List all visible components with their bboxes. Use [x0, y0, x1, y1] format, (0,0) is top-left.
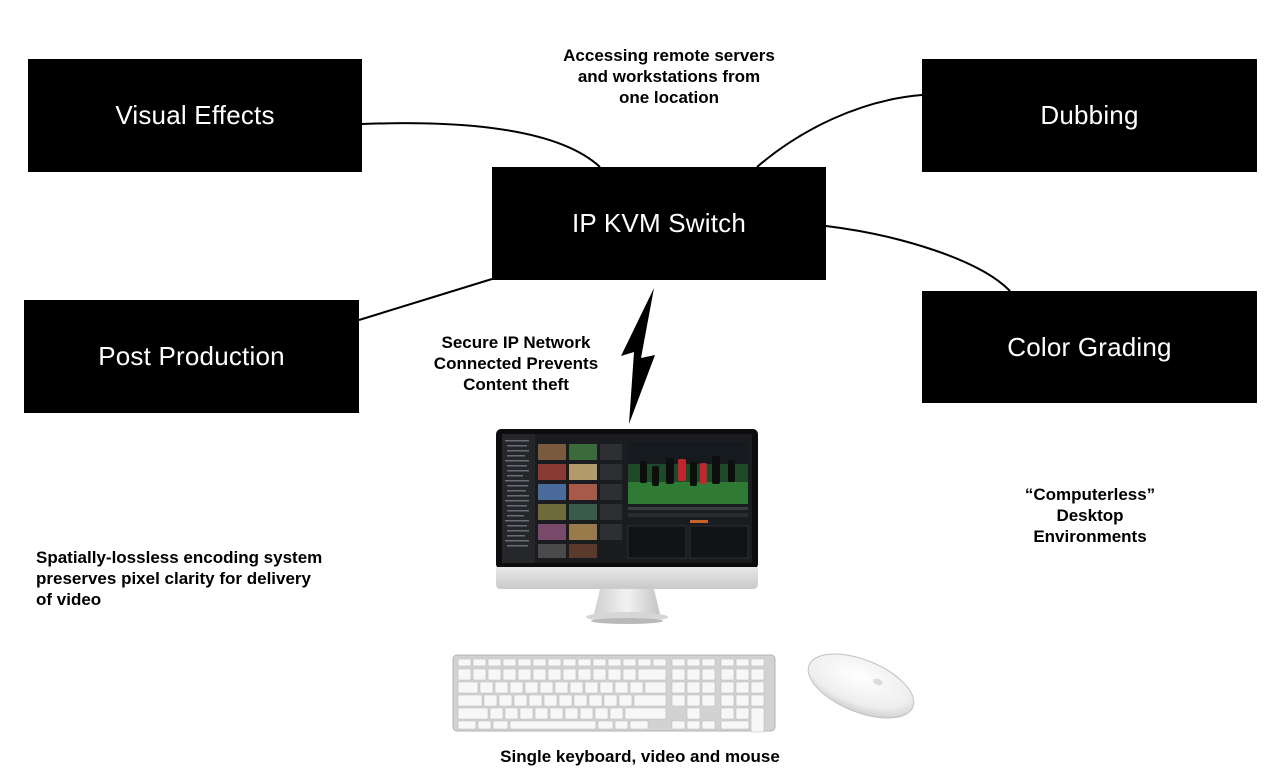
- connector-post-production: [358, 278, 493, 321]
- caption-lossless-encoding: Spatially-lossless encoding system prese…: [36, 548, 323, 609]
- node-label: Dubbing: [1040, 100, 1139, 130]
- node-label: Visual Effects: [115, 100, 275, 130]
- caption-single-kvm: Single keyboard, video and mouse: [500, 747, 780, 766]
- connector-color-grading: [825, 225, 1011, 292]
- monitor-icon: [496, 429, 758, 624]
- mouse-icon: [807, 653, 915, 719]
- node-dubbing: Dubbing: [922, 59, 1257, 172]
- caption-computerless: “Computerless” Desktop Environments: [1024, 485, 1156, 546]
- caption-remote-access: Accessing remote servers and workstation…: [563, 46, 775, 107]
- node-post-production: Post Production: [24, 300, 359, 413]
- node-label: IP KVM Switch: [571, 208, 747, 238]
- node-visual-effects: Visual Effects: [28, 59, 362, 172]
- node-color-grading: Color Grading: [922, 291, 1257, 403]
- connector-dubbing: [756, 94, 923, 168]
- lightning-bolt-icon: [621, 288, 655, 424]
- node-label: Color Grading: [1007, 331, 1172, 362]
- node-label: Post Production: [98, 341, 285, 371]
- caption-secure-network: Secure IP Network Connected Prevents Con…: [433, 333, 599, 394]
- keyboard-icon: [452, 654, 776, 733]
- connector-visual-effects: [361, 122, 601, 168]
- node-ip-kvm-switch: IP KVM Switch: [492, 167, 826, 280]
